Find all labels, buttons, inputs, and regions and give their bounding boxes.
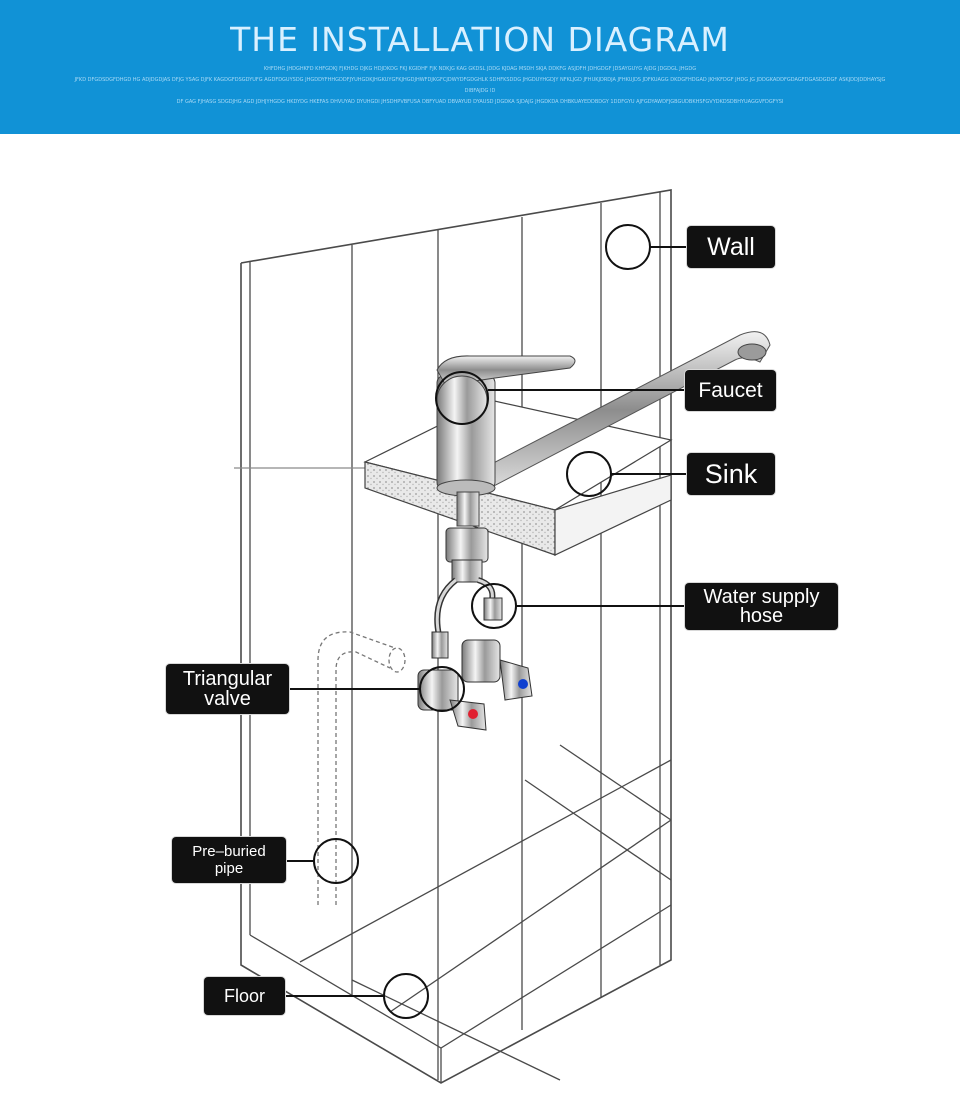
floor-marker bbox=[383, 973, 429, 1019]
label-hose-line: Water supply bbox=[703, 585, 820, 608]
triangular-valves-drawing bbox=[417, 639, 533, 731]
label-water-supply-hose: Water supply hose bbox=[685, 583, 838, 630]
wall-marker bbox=[605, 224, 651, 270]
header-banner: THE INSTALLATION DIAGRAM KHFDHG JHDGHKFD… bbox=[0, 0, 960, 134]
hot-valve-icon bbox=[468, 709, 478, 719]
cold-valve-icon bbox=[518, 679, 528, 689]
fine-print-line: KHFDHG JHDGHKFD KHFGDKJ FJKHDG DJKG HDJD… bbox=[263, 66, 697, 72]
hoses-drawing bbox=[431, 527, 503, 659]
label-pipe-line: pipe bbox=[214, 860, 244, 877]
label-faucet-text: Faucet bbox=[698, 378, 763, 402]
wall-structure bbox=[234, 189, 672, 1084]
label-pipe-line: Pre–buried bbox=[192, 843, 266, 860]
label-sink: Sink bbox=[687, 453, 775, 495]
label-floor: Floor bbox=[204, 977, 285, 1015]
label-wall: Wall bbox=[687, 226, 775, 268]
pre-buried-pipe-drawing bbox=[317, 631, 406, 905]
label-wall-text: Wall bbox=[707, 232, 755, 261]
callout-markers bbox=[313, 224, 651, 1019]
label-hose-line: hose bbox=[739, 604, 784, 627]
label-sink-text: Sink bbox=[704, 458, 758, 489]
label-triangular-valve: Triangular valve bbox=[166, 664, 289, 714]
page-title: THE INSTALLATION DIAGRAM bbox=[230, 20, 730, 59]
sink-shelf bbox=[363, 399, 673, 556]
label-valve-line: valve bbox=[204, 688, 251, 710]
banner-fine-print: KHFDHG JHDGHKFD KHFGDKJ FJKHDG DJKG HDJD… bbox=[60, 64, 900, 108]
label-valve-line: Triangular bbox=[182, 668, 273, 690]
label-floor-text: Floor bbox=[223, 985, 265, 1006]
fine-print-line: DF GAG FJHASG SDGDJHG AGD JDHJYHGDG HKDY… bbox=[176, 99, 784, 105]
leader-lines bbox=[285, 246, 687, 997]
fine-print-line: JFKD DFGDSDGFDHGD HG ADJDGDJAS DFJG YSAG… bbox=[74, 77, 886, 83]
label-pre-buried-pipe: Pre–buried pipe bbox=[172, 837, 286, 883]
faucet-marker bbox=[435, 371, 489, 425]
label-faucet: Faucet bbox=[685, 370, 776, 411]
fine-print-line: DIBFAJDG ID bbox=[464, 88, 496, 94]
